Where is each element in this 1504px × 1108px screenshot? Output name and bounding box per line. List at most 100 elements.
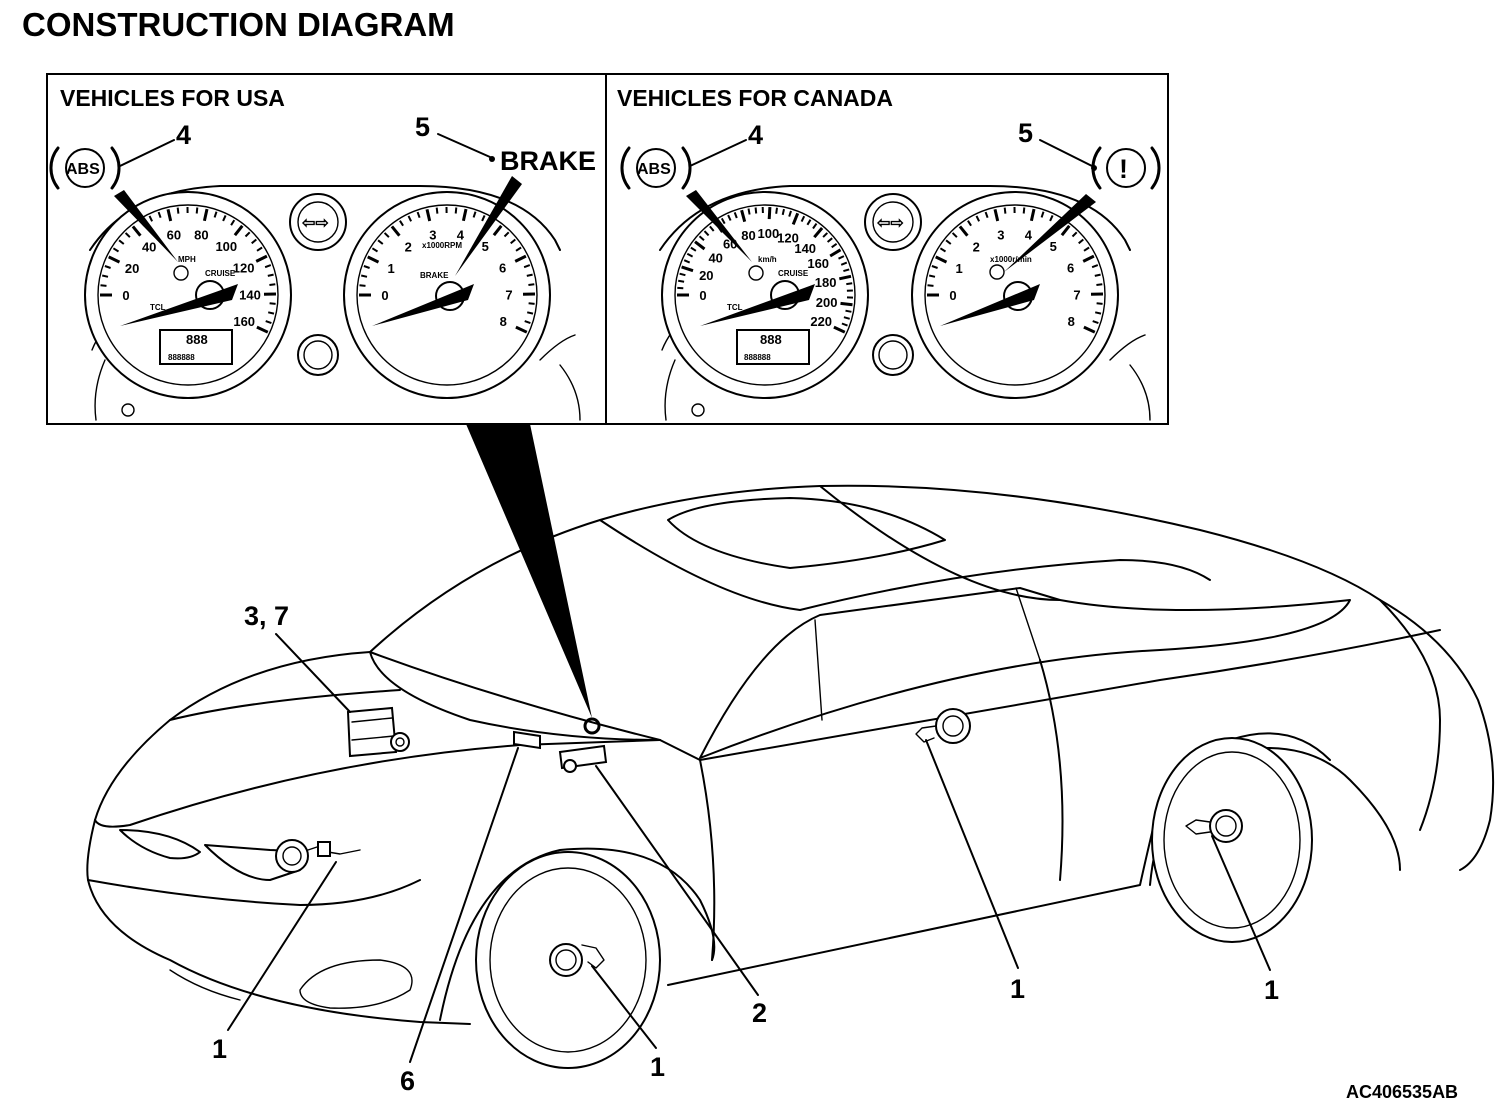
canada-speed-needle <box>700 284 815 326</box>
usa-tach-tick <box>416 211 421 219</box>
canada-tach-tick <box>967 220 972 227</box>
usa-speed-tick <box>101 274 109 278</box>
usa-brake-label: BRAKE <box>500 146 596 176</box>
usa-speed-tick <box>230 219 236 226</box>
usa-brake-pointer <box>455 176 522 276</box>
usa-speed-tick-label: 0 <box>122 288 129 303</box>
usa-tach-tick <box>377 239 384 245</box>
usa-abs-lamp <box>173 265 189 281</box>
canada-speed-tick <box>845 309 852 313</box>
usa-tach-tick-label: 8 <box>500 314 507 329</box>
canada-tach-tick-label: 8 <box>1068 314 1075 329</box>
canada-tach-tick-label: 7 <box>1073 287 1080 302</box>
canada-tach-tick <box>1096 283 1103 286</box>
canada-brake-symbol: ! <box>1119 154 1128 184</box>
usa-cruise-label: CRUISE <box>205 269 236 278</box>
canada-tach-tick-label: 1 <box>955 261 962 276</box>
g-sensor <box>558 744 608 773</box>
canada-tach-tick <box>1040 211 1045 218</box>
canada-tach-tick <box>1029 208 1036 222</box>
canada-speed-tick <box>843 268 850 273</box>
usa-speed-tick <box>157 211 162 219</box>
canada-tach-tick <box>1094 311 1102 315</box>
usa-speed-tick <box>256 325 269 334</box>
usa-tach-tick <box>481 214 486 222</box>
canada-speed-tick <box>679 272 686 277</box>
usa-lower-pod <box>297 334 339 376</box>
diagram-title: CONSTRUCTION DIAGRAM <box>22 6 455 43</box>
usa-speed-tick <box>269 283 276 286</box>
canada-panel-title: VEHICLES FOR CANADA <box>617 85 893 111</box>
canada-speed-tick <box>838 255 845 260</box>
canada-speed-tick <box>843 316 850 320</box>
callout-abs-unit: 3, 7 <box>244 601 289 631</box>
canada-speed-unit: km/h <box>758 255 777 264</box>
car-body <box>86 484 1495 1025</box>
canada-speed-tick <box>813 227 824 239</box>
canada-speed-tick <box>690 246 697 252</box>
canada-tach-tick <box>984 211 989 219</box>
usa-tach-tick <box>390 225 401 237</box>
usa-speed-tick <box>112 247 120 253</box>
rear-wheel <box>1149 732 1331 943</box>
canada-tach-tick-label: 5 <box>1050 239 1057 254</box>
canada-cruise-label: CRUISE <box>778 269 809 278</box>
usa-speed-tick <box>269 302 276 305</box>
usa-speed-tick <box>118 239 125 245</box>
canada-speed-tick <box>841 322 848 327</box>
usa-tach-tick <box>492 224 503 237</box>
canada-tach-tick <box>951 232 958 238</box>
callout-rear-inner-sensor: 1 <box>1010 974 1025 1004</box>
canada-abs-pointer <box>686 190 752 262</box>
canada-speed-tick <box>831 242 838 249</box>
canada-tach-tick <box>1094 273 1101 277</box>
usa-tach-tick <box>454 207 458 214</box>
canada-tach-tick <box>1078 238 1084 245</box>
figure-code: AC406535AB <box>1346 1082 1458 1102</box>
canada-tach-tick-label: 6 <box>1067 261 1074 276</box>
canada-speed-tick-label: 140 <box>794 241 816 256</box>
usa-speed-tick <box>267 273 274 277</box>
canada-tach-tick-label: 2 <box>973 240 980 255</box>
usa-speed-tick-label: 20 <box>125 261 139 276</box>
usa-panel-title: VEHICLES FOR USA <box>60 85 285 111</box>
usa-speed-tick-label: 60 <box>167 228 181 243</box>
usa-tach-tick-label: 3 <box>429 228 436 243</box>
canada-tach-tick <box>1091 264 1099 269</box>
usa-speed-needle <box>120 284 238 326</box>
usa-tach-tick <box>383 232 390 238</box>
canada-tach-tick <box>927 284 934 287</box>
canada-speed-tick <box>840 261 848 266</box>
front-wheel-speed-sensor <box>581 944 605 969</box>
usa-tach-tick <box>472 211 477 218</box>
canada-speed-tick <box>727 214 732 221</box>
usa-tach-tick <box>435 207 439 214</box>
usa-speed-tick-label: 160 <box>233 314 255 329</box>
canada-tach-tick <box>1049 214 1054 222</box>
canada-speed-tick-label: 20 <box>699 268 713 283</box>
usa-tach-tick <box>515 246 522 252</box>
canada-speed-tick <box>800 215 806 223</box>
usa-speed-tick <box>108 255 121 264</box>
usa-speed-tick <box>265 320 272 325</box>
canada-speed-tick <box>775 207 778 214</box>
canada-tach-tick <box>1096 302 1103 305</box>
usa-speed-tick-label: 140 <box>239 287 261 302</box>
usa-speed-tick-label: 120 <box>233 261 255 276</box>
canada-tach-tick <box>1022 207 1026 214</box>
usa-tach-tick <box>528 302 535 305</box>
canada-odo-digits2: 888888 <box>744 353 771 362</box>
canada-tach-tick <box>1003 207 1007 214</box>
usa-tach-tick <box>371 247 379 253</box>
canada-tach-tick-label: 0 <box>949 288 956 303</box>
canada-tach-tick <box>939 247 947 253</box>
car-side-window <box>699 587 1351 759</box>
canada-speed-tick <box>740 209 747 223</box>
usa-tach-tick-label: 7 <box>505 287 512 302</box>
callout-diag-connector: 6 <box>400 1066 415 1096</box>
usa-tach-tick <box>359 284 366 287</box>
usa-tach-tick <box>523 264 531 269</box>
